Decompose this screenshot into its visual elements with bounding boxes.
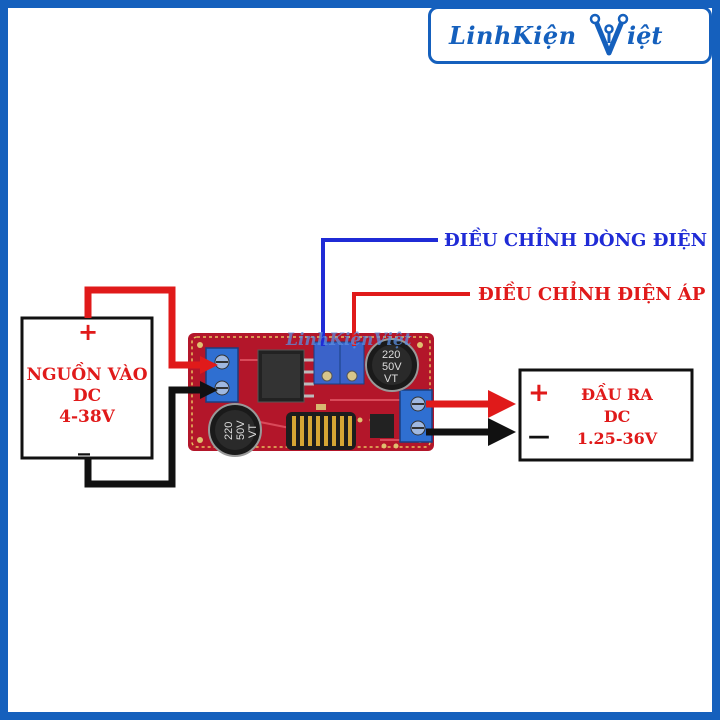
logo-circuit-v-icon — [589, 13, 629, 56]
output-plus-sign: + — [528, 378, 550, 408]
capacitor-left — [208, 403, 262, 457]
input-minus-sign: _ — [78, 428, 90, 456]
cap-right-line2: 50V — [382, 361, 402, 373]
smd-chip — [370, 414, 394, 438]
output-positive-arrow — [488, 390, 516, 418]
inductor-coil — [286, 412, 356, 450]
input-positive-wire — [84, 286, 202, 369]
output-line1: ĐẦU RA — [581, 385, 653, 404]
output-negative-arrow — [488, 418, 516, 446]
output-minus-sign: — — [528, 424, 550, 449]
current-potentiometer — [313, 341, 341, 385]
output-box — [518, 368, 694, 462]
cap-right-line1: 220 — [382, 349, 400, 361]
input-line2: DC — [72, 386, 102, 406]
input-line1: NGUỒN VÀO — [26, 365, 148, 385]
output-line3: 1.25-36V — [576, 429, 658, 448]
output-line2: DC — [603, 407, 631, 426]
input-positive-arrow — [200, 356, 218, 374]
brand-name-part1: LinhKiện — [449, 21, 577, 50]
input-line3: 4-38V — [59, 407, 115, 427]
label-adjust-current: ĐIỀU CHỈNH DÒNG ĐIỆN — [444, 230, 708, 251]
input-plus-sign: + — [78, 318, 99, 346]
brand-name-part2: iệt — [627, 21, 663, 50]
capacitor-right — [365, 338, 419, 392]
blue-pointer-line — [321, 238, 438, 346]
cap-right-line3: VT — [384, 373, 398, 385]
red-pointer-line — [352, 292, 470, 346]
voltage-potentiometer — [339, 341, 365, 385]
cap-left-line2: 50V — [235, 420, 247, 440]
cap-left-line3: VT — [247, 424, 259, 438]
buck-converter-board — [188, 333, 434, 457]
input-negative-wire — [84, 386, 202, 488]
brand-logo: LinhKiện iệt — [428, 6, 712, 64]
board-watermark: LinhKiệnViệt — [285, 330, 412, 350]
smd-resistor — [316, 404, 326, 410]
input-negative-arrow — [200, 381, 218, 399]
input-terminal-block — [205, 347, 239, 403]
label-adjust-voltage: ĐIỀU CHỈNH ĐIỆN ÁP — [478, 284, 706, 305]
cap-left-line1: 220 — [223, 422, 235, 440]
regulator-ic — [257, 349, 314, 403]
